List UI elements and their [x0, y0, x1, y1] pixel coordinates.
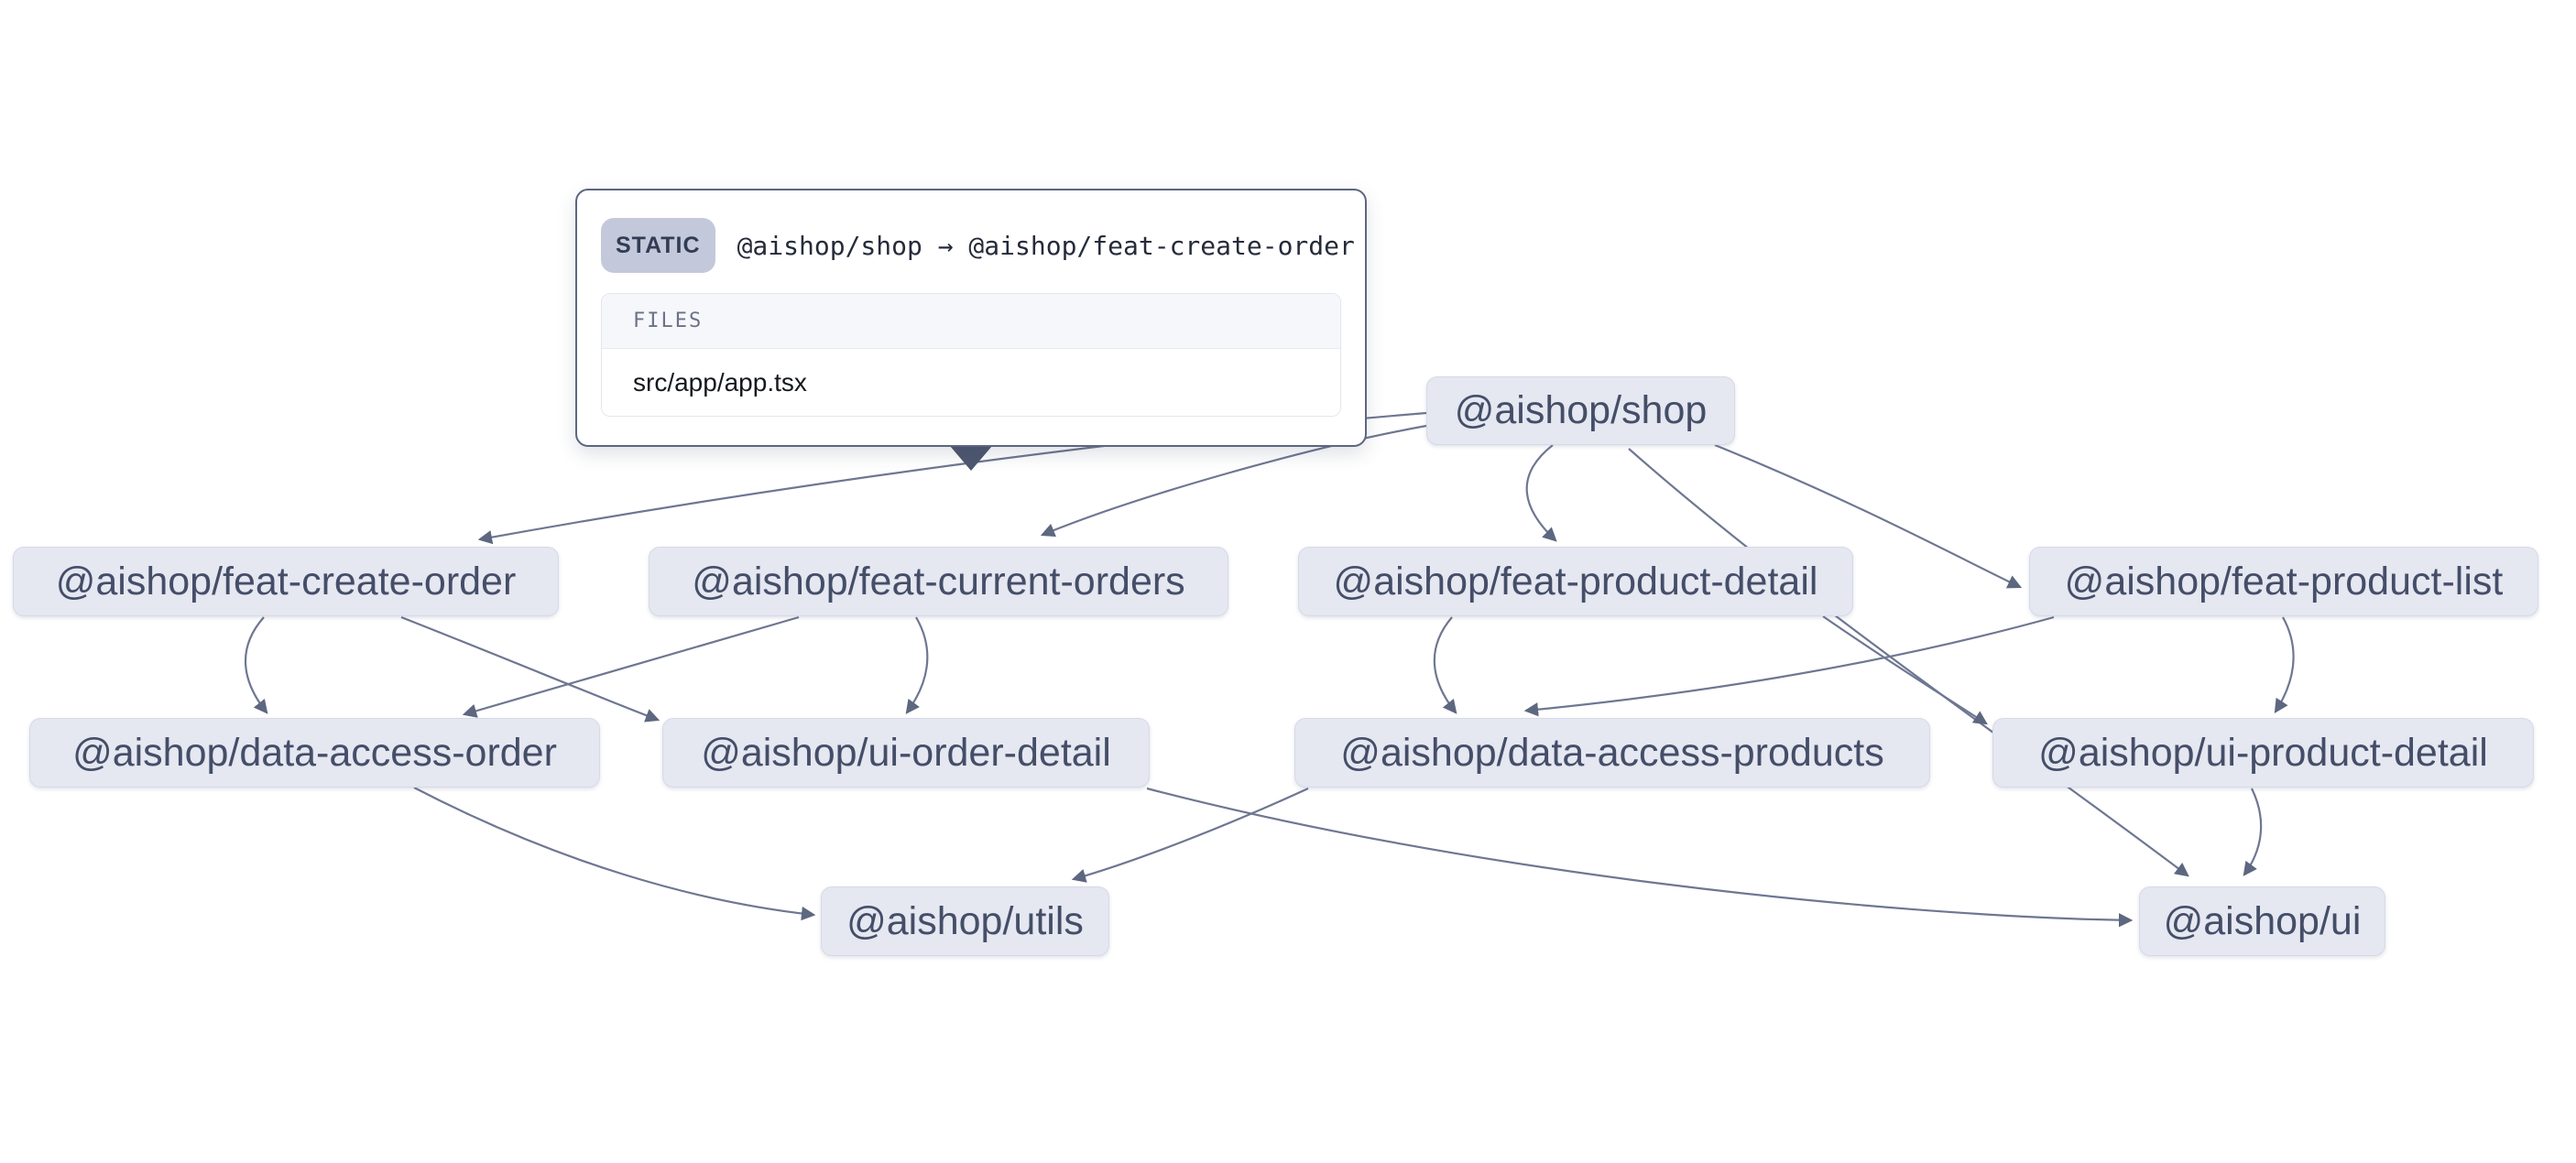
edge-fpl-to-upd[interactable]	[2274, 616, 2295, 713]
graph-node-fcu[interactable]: @aishop/feat-current-orders	[649, 547, 1228, 616]
graph-node-dap[interactable]: @aishop/data-access-products	[1294, 718, 1930, 788]
graph-node-fco[interactable]: @aishop/feat-create-order	[13, 547, 559, 616]
edge-shop-to-fpl[interactable]	[1714, 443, 2023, 589]
graph-node-ui[interactable]: @aishop/ui	[2139, 886, 2385, 956]
edge-uod-to-ui[interactable]	[1146, 787, 2134, 928]
edge-fcu-to-uod[interactable]	[905, 616, 929, 714]
graph-node-dao[interactable]: @aishop/data-access-order	[29, 718, 600, 788]
files-panel: FILES src/app/app.tsx	[601, 293, 1341, 417]
graph-node-utils[interactable]: @aishop/utils	[821, 886, 1109, 956]
file-item: src/app/app.tsx	[602, 349, 1340, 416]
edge-type-badge: STATIC	[601, 218, 715, 273]
edge-dao-to-utils[interactable]	[413, 787, 816, 921]
graph-node-shop[interactable]: @aishop/shop	[1426, 376, 1735, 445]
edge-shop-to-fpd[interactable]	[1525, 444, 1557, 542]
edge-fpl-to-dap[interactable]	[1523, 615, 2055, 717]
edge-upd-to-ui[interactable]	[2243, 788, 2263, 876]
edge-fco-to-dao[interactable]	[245, 616, 268, 714]
files-header: FILES	[602, 294, 1340, 349]
edge-tooltip: STATIC @aishop/shop → @aishop/feat-creat…	[575, 189, 1367, 447]
edge-shop-to-ui[interactable]	[1628, 448, 2189, 877]
tooltip-caret-icon	[950, 446, 992, 471]
edge-shop-to-fcu[interactable]	[1040, 424, 1427, 538]
graph-node-fpd[interactable]: @aishop/feat-product-detail	[1298, 547, 1853, 616]
graph-node-upd[interactable]: @aishop/ui-product-detail	[1992, 718, 2534, 788]
edge-dap-to-utils[interactable]	[1071, 788, 1309, 883]
edge-title: @aishop/shop → @aishop/feat-create-order	[737, 230, 1355, 261]
edge-fco-to-uod[interactable]	[400, 615, 660, 723]
edge-fcu-to-dao[interactable]	[462, 615, 800, 718]
edge-fpd-to-dap[interactable]	[1433, 616, 1457, 714]
graph-node-fpl[interactable]: @aishop/feat-product-list	[2029, 547, 2538, 616]
tooltip-header: STATIC @aishop/shop → @aishop/feat-creat…	[601, 218, 1355, 273]
edge-fpd-to-upd[interactable]	[1822, 615, 1988, 725]
graph-node-uod[interactable]: @aishop/ui-order-detail	[662, 718, 1150, 788]
